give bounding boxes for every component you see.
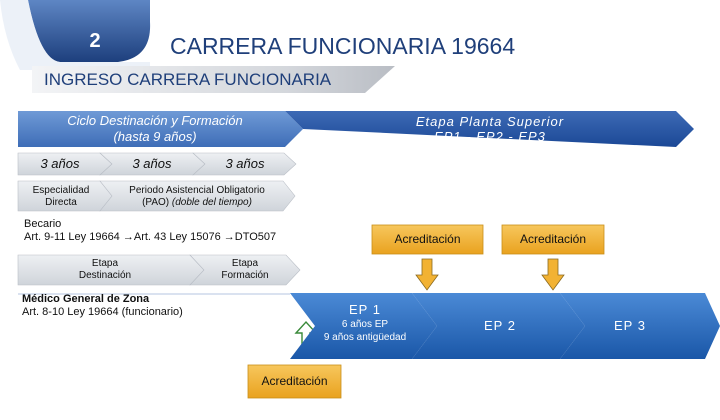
acreditacion-2: Acreditación [519, 232, 587, 246]
planta-line1: Etapa Planta Superior [415, 114, 565, 129]
acreditacion-1: Acreditación [394, 232, 461, 246]
especialidad-line1: Especialidad [32, 185, 90, 196]
becario-line2: Art. 9-11 Ley 19664 →Art. 43 Ley 15076 →… [24, 231, 277, 243]
etapa-destinacion-line1: Etapa [91, 258, 119, 269]
years-1: 3 años [40, 156, 80, 171]
ciclo-line1: Ciclo Destinación y Formación [67, 113, 243, 128]
ciclo-line2: (hasta 9 años) [113, 129, 197, 144]
acreditacion-3: Acreditación [261, 374, 328, 388]
planta-line2: EP1 - EP2 - EP3 [434, 129, 546, 144]
page-title: CARRERA FUNCIONARIA 19664 [170, 33, 516, 59]
ep3-label: EP 3 [614, 318, 646, 333]
ep1-line2: 9 años antigüedad [323, 332, 407, 343]
diagram-shapes [17, 111, 720, 399]
periodo-line1: Periodo Asistencial Obligatorio [129, 185, 265, 196]
medico-line2: Art. 8-10 Ley 19664 (funcionario) [22, 306, 183, 318]
periodo-line2: (PAO) (doble del tiempo) [112, 197, 282, 208]
periodo-pao: (PAO) [142, 197, 172, 208]
slide-number: 2 [89, 30, 101, 52]
ep1-line1: 6 años EP [341, 319, 389, 330]
etapa-formacion-line2: Formación [221, 270, 269, 281]
etapa-destinacion-line2: Destinación [78, 270, 132, 281]
page-subtitle: INGRESO CARRERA FUNCIONARIA [44, 70, 332, 89]
periodo-doble: (doble del tiempo) [171, 197, 252, 208]
becario-line1: Becario [24, 218, 62, 230]
header-decoration [0, 0, 395, 93]
etapa-formacion-line1: Etapa [231, 258, 259, 269]
medico-line1: Médico General de Zona [22, 293, 150, 305]
ep2-label: EP 2 [484, 318, 516, 333]
ep1-label: EP 1 [349, 302, 381, 317]
years-2: 3 años [132, 156, 172, 171]
years-3: 3 años [225, 156, 265, 171]
especialidad-line2: Directa [45, 197, 77, 208]
